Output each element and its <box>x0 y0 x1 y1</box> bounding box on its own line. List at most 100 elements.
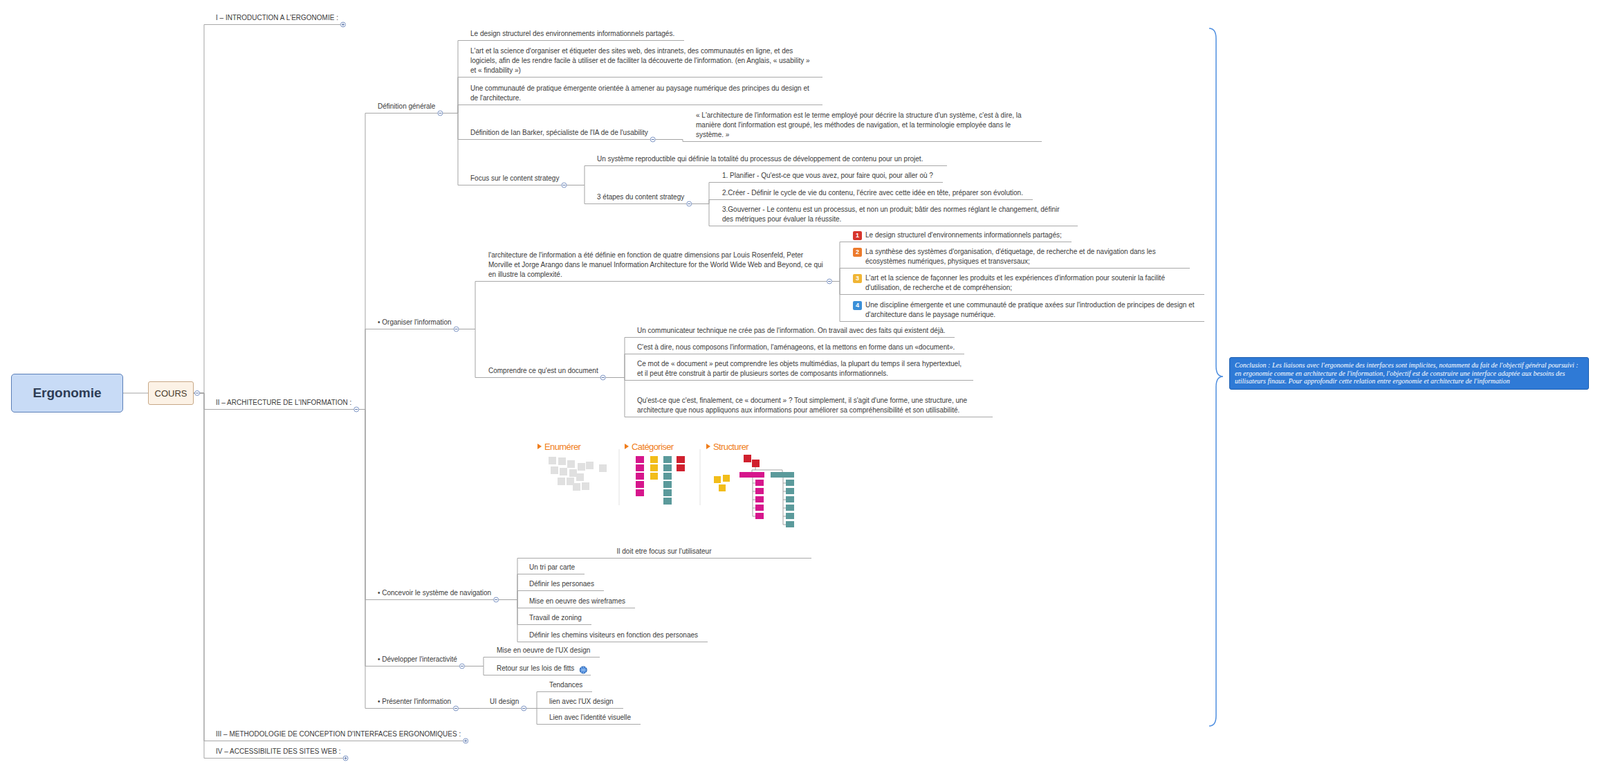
icon-sign <box>601 376 605 378</box>
square <box>650 464 658 472</box>
topic-text: Définir les personaes <box>529 578 595 589</box>
separator <box>700 448 701 505</box>
expand-icon <box>463 738 469 743</box>
square <box>635 489 645 496</box>
square <box>599 464 607 472</box>
branch-connector <box>600 337 625 378</box>
square <box>718 484 726 492</box>
square <box>577 462 586 471</box>
collapse-icon <box>453 326 459 332</box>
branch-connector <box>193 392 205 741</box>
square <box>557 477 566 485</box>
illustration-caption: Enumérer <box>544 441 581 452</box>
topic-text: III – METHODOLOGIE DE CONCEPTION D'INTER… <box>215 729 461 739</box>
square <box>743 454 752 463</box>
icon-circle <box>437 110 443 116</box>
leaf-topic: Un tri par carte <box>517 561 585 575</box>
icon-circle <box>463 738 469 743</box>
leaf-topic: Définir les chemins visiteurs en fonctio… <box>517 629 708 642</box>
topic-text: II – ARCHITECTURE DE L'INFORMATION : <box>215 397 352 408</box>
leaf-topic: lien avec l'UX design <box>536 695 624 709</box>
icon-sign <box>455 328 458 330</box>
topic-text: Un communicateur technique ne crée pas d… <box>637 325 945 336</box>
icon-circle <box>343 755 348 761</box>
branch-connector <box>437 113 458 140</box>
leaf-topic: Mise en oeuvre des wireframes <box>517 595 636 609</box>
leaf-topic: Tendances <box>536 679 593 692</box>
square <box>785 487 795 494</box>
leaf-topic: 1. Planifier - Qu'est-ce que vous avez, … <box>709 170 943 183</box>
topic-text: Une discipline émergente et une communau… <box>865 300 1195 320</box>
square <box>755 504 764 511</box>
subtopic: Définition de Ian Barker, spécialiste de… <box>457 127 651 140</box>
topic-text: Mise en oeuvre des wireframes <box>529 596 626 606</box>
topic-text: Comprendre ce qu'est un document <box>488 365 599 376</box>
collapse-icon <box>561 182 567 188</box>
subtopic: • Développer l'interactivité <box>365 653 460 667</box>
square <box>550 466 559 474</box>
branch-connector <box>453 281 476 330</box>
collapse-icon <box>827 278 833 284</box>
icon-circle <box>340 22 346 27</box>
topic-text: 2.Créer - Définir le cycle de vie du con… <box>722 188 1024 198</box>
icon-sign <box>687 203 691 205</box>
icon-sign <box>341 23 345 27</box>
topic-text: I – INTRODUCTION A L'ERGONOMIE : <box>215 13 339 23</box>
topic-text: Focus sur le content strategy <box>470 173 559 184</box>
icon-circle <box>521 705 527 711</box>
topic-text: L'art et la science de façonner les prod… <box>865 273 1195 293</box>
bar <box>739 471 765 478</box>
icon-sign <box>522 707 526 709</box>
topic-text: 3.Gouverner - Le contenu est un processu… <box>722 204 1069 225</box>
square <box>663 480 672 488</box>
leaf-topic: Mise en oeuvre de l'UX design <box>483 644 600 658</box>
branch-connector <box>437 77 458 114</box>
categorise-columns <box>635 455 685 505</box>
leaf-topic: L'art et la science de façonner les prod… <box>839 272 1205 295</box>
leaf-topic: Travail de zoning <box>517 612 592 625</box>
leaf-topic: La synthèse des systèmes d'organisation,… <box>839 246 1190 269</box>
topic-text: lien avec l'UX design <box>549 696 614 707</box>
icon-sign <box>828 280 831 282</box>
square <box>722 474 730 482</box>
bullet-triangle <box>537 443 542 449</box>
topic-text: IV – ACCESSIBILITE DES SITES WEB : <box>215 746 342 757</box>
leaf-topic: C'est à dire, nous composons l'informati… <box>624 341 965 355</box>
subtopic: l'architecture de l'information a été dé… <box>475 249 827 282</box>
leaf-topic: Un système reproductible qui définie la … <box>584 153 947 167</box>
topic-text: COURS <box>154 388 188 399</box>
topic-text: Le design structurel d'environnements in… <box>865 230 1062 241</box>
topic-text: Retour sur les lois de fitts <box>496 663 575 674</box>
topic-text: Définition générale <box>377 101 436 112</box>
square <box>713 475 721 483</box>
branch-connector <box>600 377 625 418</box>
square <box>663 464 672 472</box>
topic-text: • Développer l'interactivité <box>377 654 458 665</box>
leaf-topic: Retour sur les lois de fitts <box>483 662 591 676</box>
square <box>663 497 672 505</box>
square <box>559 467 568 476</box>
globe-lines <box>579 666 587 674</box>
square <box>663 489 672 496</box>
expand-icon <box>340 22 346 27</box>
leaf-topic: 2.Créer - Définir le cycle de vie du con… <box>709 187 1033 200</box>
square <box>755 495 764 503</box>
collapse-icon <box>650 136 656 142</box>
topic-text: • Concevoir le système de navigation <box>377 587 492 598</box>
bullet-triangle <box>706 443 711 449</box>
expand-icon <box>343 755 348 761</box>
branch-connector <box>353 409 366 667</box>
square <box>635 472 645 480</box>
square <box>558 457 566 465</box>
priority-marker: 2 <box>852 247 862 257</box>
leaf-topic: Le design structurel d'environnements in… <box>839 229 1072 243</box>
subtopic: UI design <box>479 695 521 709</box>
collapse-icon <box>195 390 200 396</box>
subtopic: Définition générale <box>365 100 438 114</box>
leaf-topic: Ce mot de « document » peut comprendre l… <box>624 358 974 381</box>
topic-text: 3 étapes du content strategy <box>596 192 685 202</box>
priority-marker: 3 <box>852 273 862 283</box>
icon-sign <box>454 707 458 709</box>
square <box>663 472 672 480</box>
